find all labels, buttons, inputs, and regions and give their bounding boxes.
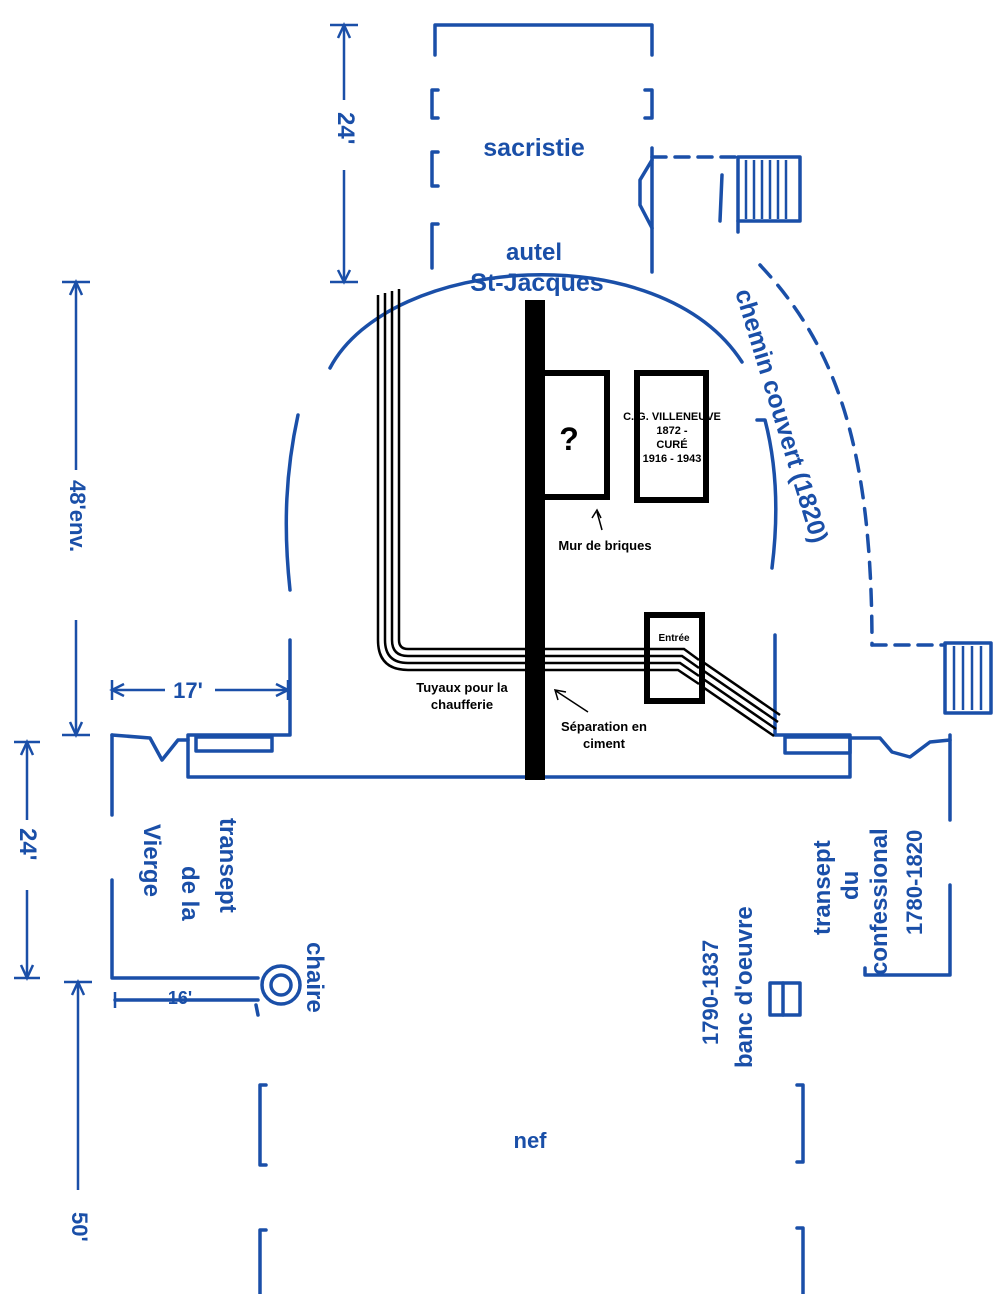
sacristie-label: sacristie [483, 134, 585, 162]
chaire-label: chaire [301, 942, 328, 1013]
mur-arrow [591, 508, 603, 531]
entrance-box [644, 612, 705, 704]
transept-conf-label-4: 1780-1820 [902, 830, 927, 935]
autel-label-1: autel [506, 239, 562, 266]
transept-conf-label-1: transept [809, 840, 836, 935]
dimension-16-label: 16' [168, 988, 192, 1008]
nef-label: nef [514, 1128, 548, 1153]
villeneuve-label-3: CURÉ [656, 438, 687, 451]
entrance-label: Entrée [658, 633, 690, 644]
dimension-24-top-label: 24' [332, 112, 359, 144]
transept-conf-walls [863, 883, 952, 977]
villeneuve-label-2: 1872 - [656, 425, 688, 437]
nef-walls [258, 1083, 805, 1294]
banc-label-2: banc d'oeuvre [731, 906, 758, 1068]
dimension-50 [64, 979, 92, 1190]
tuyaux-label-2: chaufferie [431, 697, 493, 712]
transept-conf-label-2: du [837, 871, 864, 900]
dimension-17-label: 17' [173, 678, 203, 703]
separation-label-1: Séparation en [561, 719, 647, 734]
mur-label: Mur de briques [558, 538, 651, 553]
stairs-top-right [736, 155, 802, 223]
unknown-tomb [538, 370, 610, 500]
unknown-tomb-label: ? [559, 421, 579, 457]
dimension-48 [62, 279, 90, 738]
villeneuve-tomb [634, 370, 709, 503]
dimension-17 [109, 680, 291, 700]
villeneuve-label-1: C. G. VILLENEUVE [623, 411, 721, 423]
apse-arc [328, 273, 744, 370]
separation-arrow [553, 689, 589, 713]
dimension-48-label: 48'env. [65, 480, 90, 552]
chaire-symbol [260, 964, 302, 1006]
separation-label-2: ciment [583, 736, 626, 751]
dimension-24-left [14, 739, 40, 981]
covered-passage-edge [718, 173, 740, 234]
dimension-50-label: 50' [67, 1212, 92, 1242]
chemin-couvert-label: chemin couvert (1820) [729, 286, 833, 547]
villeneuve-label-4: 1916 - 1943 [643, 453, 702, 465]
tuyaux-label-1: Tuyaux pour la [416, 680, 508, 695]
dimension-24-left-label: 24' [14, 828, 41, 860]
transept-vierge-label-1: transept [214, 818, 241, 913]
transept-conf-label-3: confessional [866, 828, 893, 975]
transept-vierge-label-3: Vierge [138, 824, 165, 897]
heating-pipes [376, 289, 781, 738]
choir-wall-left [284, 413, 300, 592]
stairs-right [943, 641, 993, 715]
covered-passage-arc [758, 263, 874, 647]
dimension-16 [113, 992, 258, 1008]
banc-symbol [768, 981, 802, 1017]
dimension-24-top [330, 22, 358, 285]
sacristie-walls [430, 23, 654, 274]
transept-walls [110, 633, 952, 822]
choir-wall-right [755, 418, 778, 570]
transept-vierge-label-2: de la [176, 866, 203, 921]
banc-label-1: 1790-1837 [698, 940, 723, 1045]
autel-label-2: St-Jacques [470, 269, 603, 297]
